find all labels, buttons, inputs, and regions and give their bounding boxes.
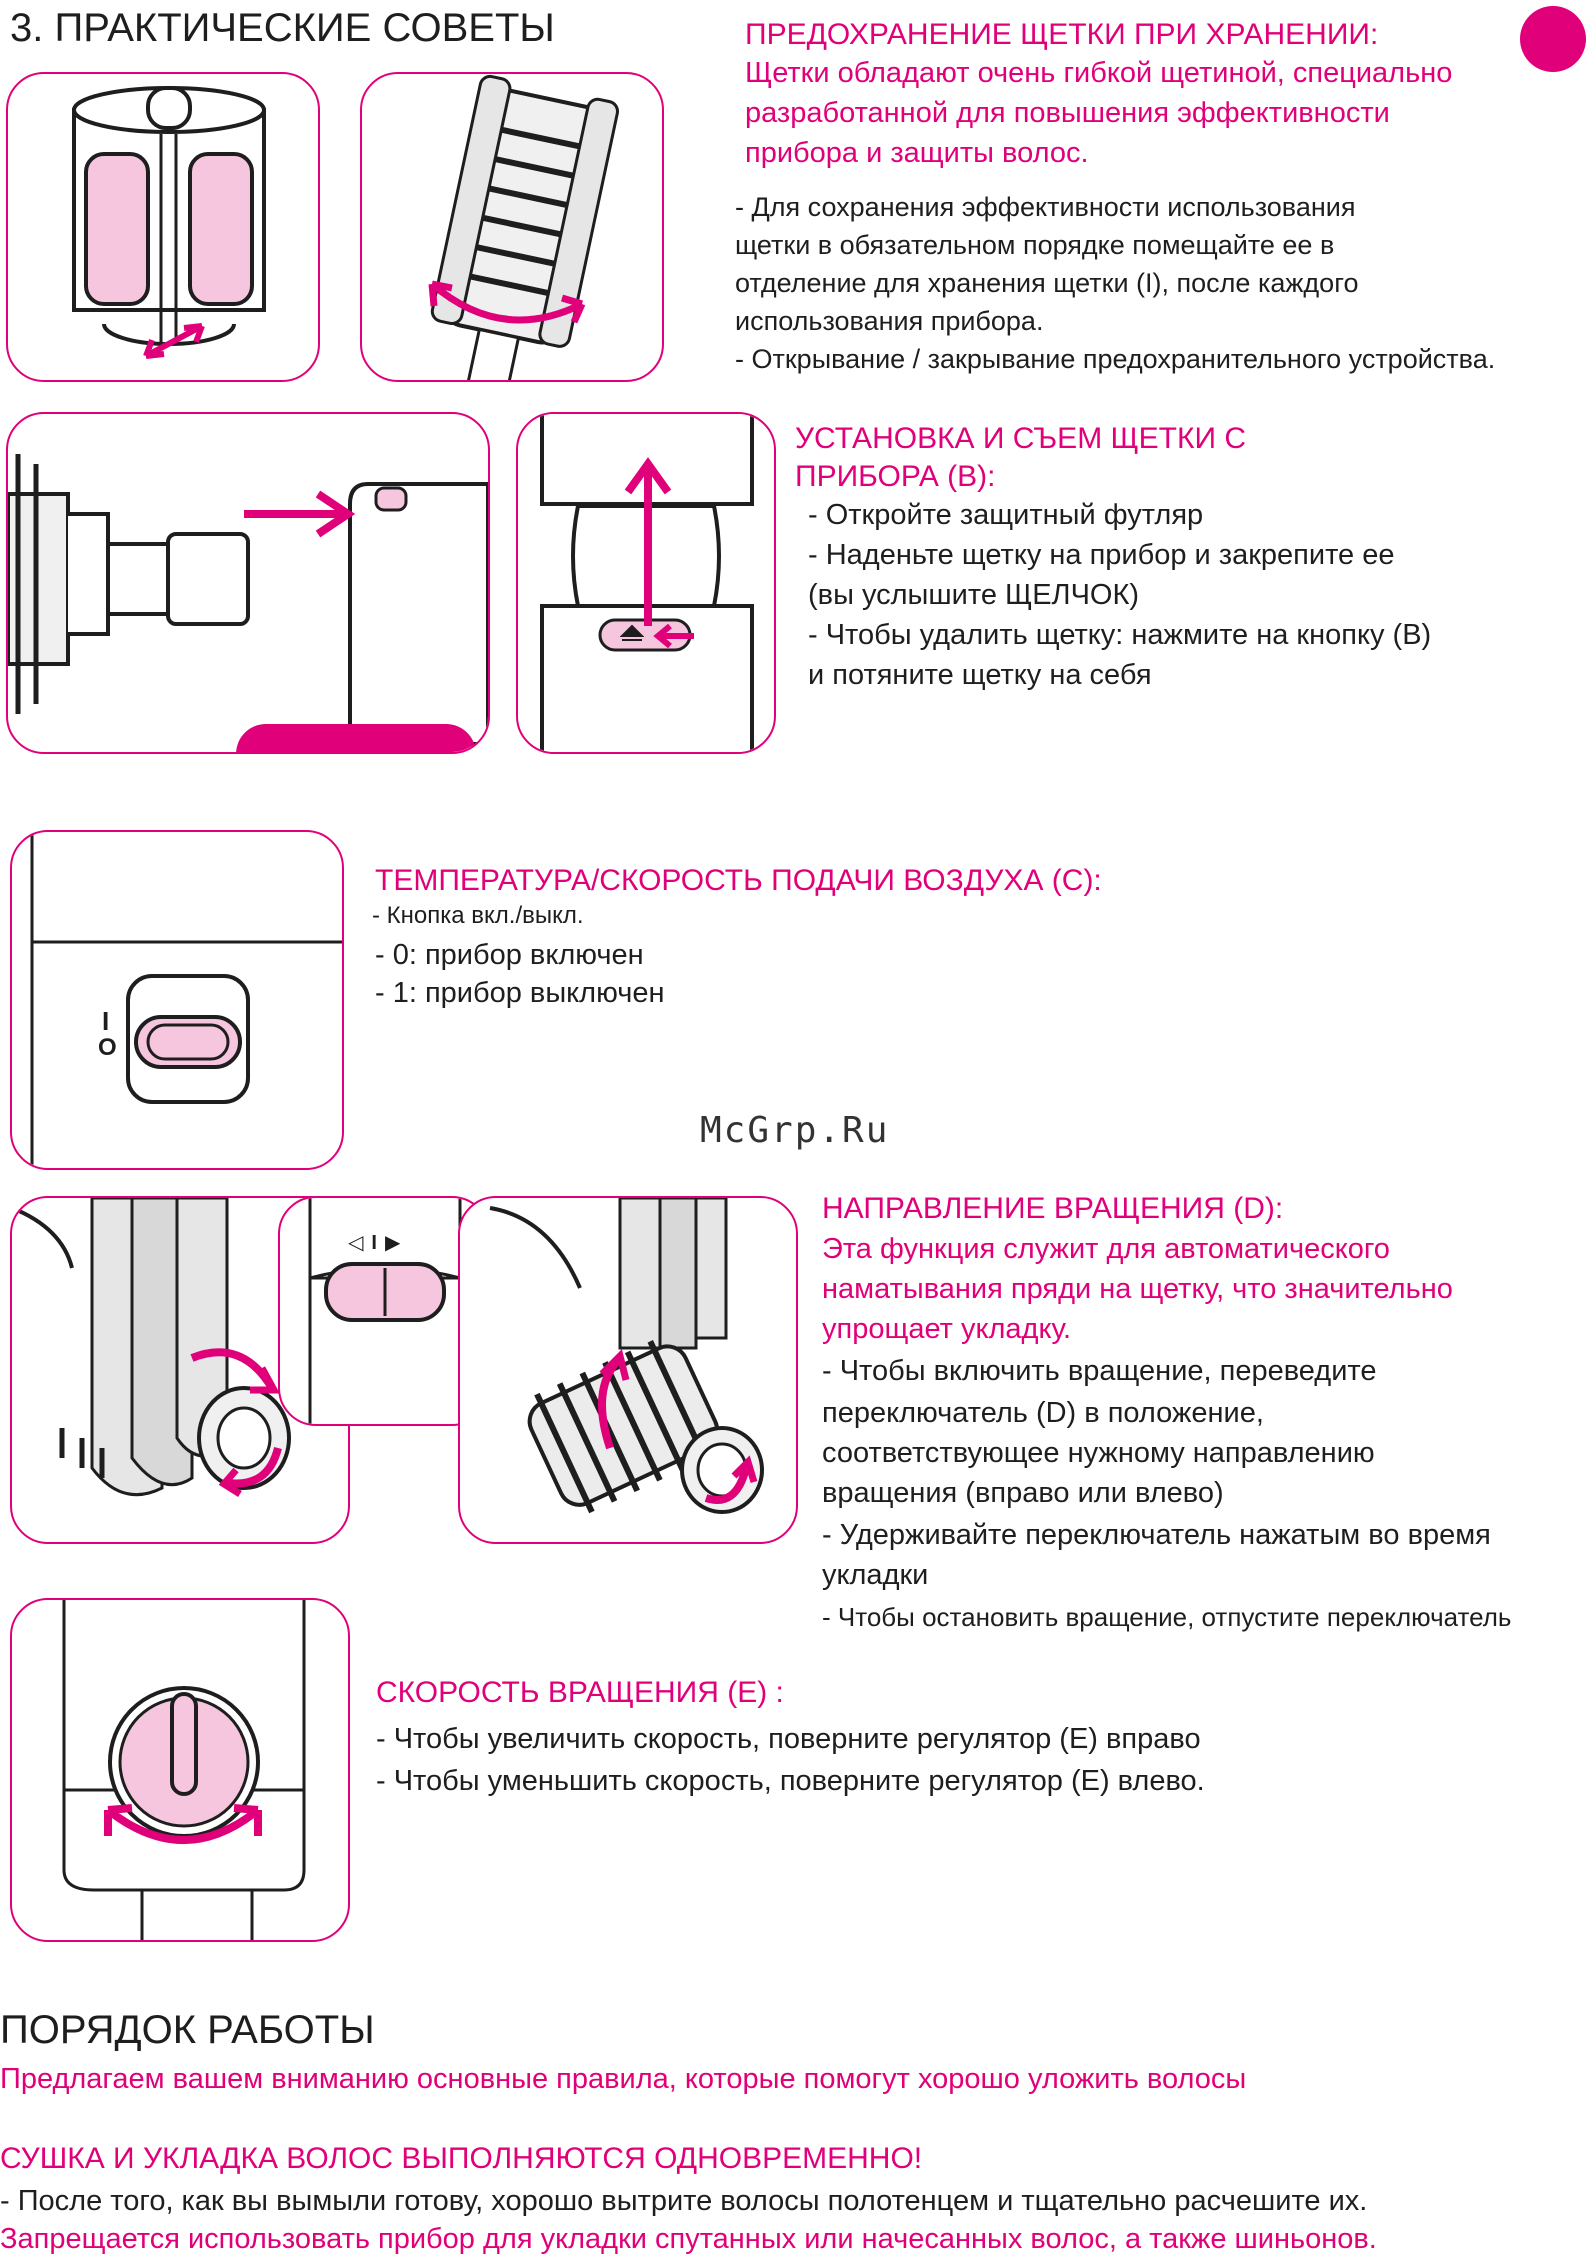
storage-intro-1: Щетки обладают очень гибкой щетиной, спе… — [745, 57, 1453, 89]
rotate-left-icon: ◁ — [348, 1232, 372, 1254]
drying-heading: СУШКА И УКЛАДКА ВОЛОС ВЫПОЛНЯЮТСЯ ОДНОВР… — [0, 2142, 923, 2175]
switch-mark-zero: O — [98, 1034, 117, 1061]
attach-brush-illustration — [6, 412, 490, 754]
warning-line: Запрещается использовать прибор для укла… — [0, 2223, 1377, 2255]
install-heading-1: УСТАНОВКА И СЪЕМ ЩЕТКИ С — [795, 422, 1247, 455]
rotation-intro-1: Эта функция служит для автоматического — [822, 1233, 1390, 1265]
rotation-body-2: переключатель (D) в положение, — [822, 1397, 1264, 1429]
section-title: 3. ПРАКТИЧЕСКИЕ СОВЕТЫ — [10, 6, 555, 50]
temperature-body-2: - 1: прибор выключен — [375, 977, 665, 1009]
speed-heading: СКОРОСТЬ ВРАЩЕНИЯ (E) : — [376, 1676, 784, 1709]
rotation-body-7: - Чтобы остановить вращение, отпустите п… — [822, 1602, 1512, 1632]
operation-title: ПОРЯДОК РАБОТЫ — [0, 2008, 375, 2052]
install-body-2: - Наденьте щетку на прибор и закрепите е… — [808, 539, 1395, 571]
storage-intro-2: разработанной для повышения эффективност… — [745, 97, 1390, 129]
rotation-switch-illustration: ◁I▶ — [278, 1196, 490, 1426]
temperature-subline: - Кнопка вкл./выкл. — [372, 902, 584, 929]
install-body-3: (вы услышите ЩЕЛЧОК) — [808, 579, 1140, 611]
storage-body-3: отделение для хранения щетки (I), после … — [735, 268, 1359, 298]
drying-line: - После того, как вы вымыли готову, хоро… — [0, 2185, 1368, 2217]
rotation-intro-2: наматывания пряди на щетку, что значител… — [822, 1273, 1453, 1305]
speed-body-2: - Чтобы уменьшить скорость, поверните ре… — [376, 1765, 1205, 1797]
rotation-body-3: соответствующее нужному направлению — [822, 1437, 1375, 1469]
storage-body-4: использования прибора. — [735, 306, 1044, 336]
storage-case-illustration — [6, 72, 320, 382]
speed-body-1: - Чтобы увеличить скорость, поверните ре… — [376, 1723, 1201, 1755]
storage-heading: ПРЕДОХРАНЕНИЕ ЩЕТКИ ПРИ ХРАНЕНИИ: — [745, 18, 1379, 51]
operation-intro: Предлагаем вашем вниманию основные прави… — [0, 2063, 1247, 2095]
install-body-5: и потяните щетку на себя — [808, 659, 1152, 691]
rotation-heading: НАПРАВЛЕНИЕ ВРАЩЕНИЯ (D): — [822, 1192, 1284, 1225]
rotation-body-5: - Удерживайте переключатель нажатым во в… — [822, 1519, 1491, 1551]
install-body-4: - Чтобы удалить щетку: нажмите на кнопку… — [808, 619, 1432, 651]
power-switch-illustration: I O — [10, 830, 344, 1170]
storage-body-1: - Для сохранения эффективности использов… — [735, 192, 1356, 222]
switch-mark-one: I — [102, 1006, 110, 1036]
page-marker-dot — [1520, 6, 1586, 72]
temperature-heading: ТЕМПЕРАТУРА/СКОРОСТЬ ПОДАЧИ ВОЗДУХА (C): — [375, 864, 1102, 897]
speed-dial-illustration — [10, 1598, 350, 1942]
rotate-right-icon: ▶ — [384, 1232, 409, 1254]
rotation-right-illustration — [458, 1196, 798, 1544]
rotation-body-4: вращения (вправо или влево) — [822, 1477, 1224, 1509]
release-button-illustration — [516, 412, 776, 754]
brush-cover-illustration — [360, 72, 664, 382]
install-heading-2: ПРИБОРА (B): — [795, 460, 996, 493]
storage-intro-3: прибора и защиты волос. — [745, 137, 1089, 169]
storage-body-2: щетки в обязательном порядке помещайте е… — [735, 230, 1335, 260]
rotate-stop-mark: I — [371, 1232, 385, 1254]
temperature-body-1: - 0: прибор включен — [375, 939, 644, 971]
storage-body-5: - Открывание / закрывание предохранитель… — [735, 344, 1496, 374]
watermark: McGrp.Ru — [700, 1110, 890, 1151]
rotation-switch-marks: ◁I▶ — [348, 1230, 408, 1255]
install-body-1: - Откройте защитный футляр — [808, 499, 1204, 531]
rotation-intro-3: упрощает укладку. — [822, 1313, 1072, 1345]
rotation-body-1: - Чтобы включить вращение, переведите — [822, 1355, 1377, 1387]
rotation-body-6: укладки — [822, 1559, 929, 1591]
